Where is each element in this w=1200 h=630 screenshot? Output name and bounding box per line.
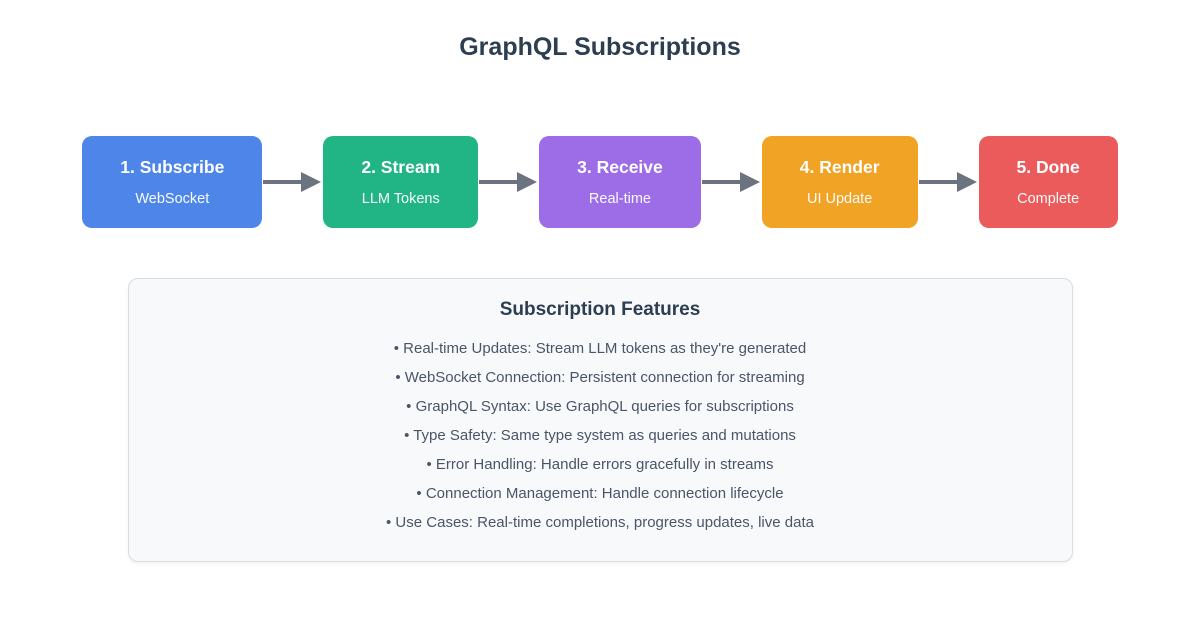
step-label: 1. Subscribe	[120, 157, 225, 177]
feature-item: • WebSocket Connection: Persistent conne…	[395, 369, 805, 386]
step-label: 2. Stream	[361, 157, 441, 177]
arrow-right-icon	[701, 170, 762, 194]
step-sublabel: UI Update	[806, 191, 873, 207]
step-label: 4. Render	[799, 157, 880, 177]
step-sublabel: WebSocket	[135, 191, 210, 207]
step-sublabel: LLM Tokens	[361, 191, 440, 207]
step-label: 5. Done	[1016, 157, 1080, 177]
flow-step-4: 4. Render UI Update	[761, 136, 918, 228]
feature-item: • Real-time Updates: Stream LLM tokens a…	[393, 340, 807, 357]
step-label: 3. Receive	[577, 157, 663, 177]
feature-item: • Use Cases: Real-time completions, prog…	[386, 514, 814, 531]
features-panel: Subscription Features • Real-time Update…	[127, 278, 1073, 562]
page-title: GraphQL Subscriptions	[459, 33, 741, 61]
step-sublabel: Real-time	[588, 191, 651, 207]
feature-item: • Connection Management: Handle connecti…	[416, 485, 784, 502]
feature-item: • Type Safety: Same type system as queri…	[404, 427, 796, 444]
features-list: • Real-time Updates: Stream LLM tokens a…	[153, 334, 1048, 537]
feature-item: • Error Handling: Handle errors graceful…	[426, 456, 774, 473]
arrow-right-icon	[918, 170, 979, 194]
step-sublabel: Complete	[1017, 191, 1080, 207]
arrow-right-icon	[262, 170, 323, 194]
features-title: Subscription Features	[499, 299, 701, 320]
arrow-right-icon	[478, 170, 539, 194]
feature-item: • GraphQL Syntax: Use GraphQL queries fo…	[406, 398, 794, 415]
